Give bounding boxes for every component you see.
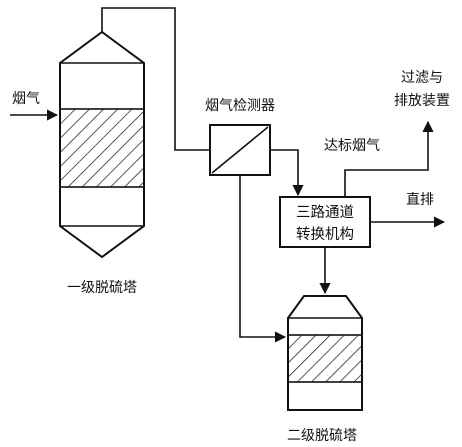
flue-gas-inlet-label: 烟气	[12, 91, 40, 107]
tower2-label: 二级脱硫塔	[287, 428, 357, 444]
compliant-gas-label: 达标烟气	[324, 138, 380, 154]
pipe-detector-to-tower2	[239, 175, 287, 343]
gas-detector-label: 烟气检测器	[205, 98, 275, 114]
tower1	[59, 30, 145, 259]
three-way-valve-label-line1: 三路通道	[296, 204, 354, 221]
gas-detector-diagonal	[211, 126, 269, 174]
tower2	[287, 295, 363, 411]
pipe-detector-to-valve	[270, 149, 304, 197]
filter-device-label-line1: 过滤与	[401, 70, 443, 86]
pipe-tower1-to-detector	[101, 7, 210, 151]
three-way-valve-label-line2: 转换机构	[296, 226, 354, 243]
filter-device-label-line2: 排放装置	[394, 93, 450, 109]
pipe-valve-to-filter	[344, 120, 434, 197]
gas-detector	[209, 124, 271, 176]
tower2-packing-bed	[287, 334, 363, 383]
direct-exhaust-label: 直排	[406, 191, 434, 208]
tower1-packing-bed	[59, 108, 145, 188]
tower1-label: 一级脱硫塔	[67, 280, 137, 296]
